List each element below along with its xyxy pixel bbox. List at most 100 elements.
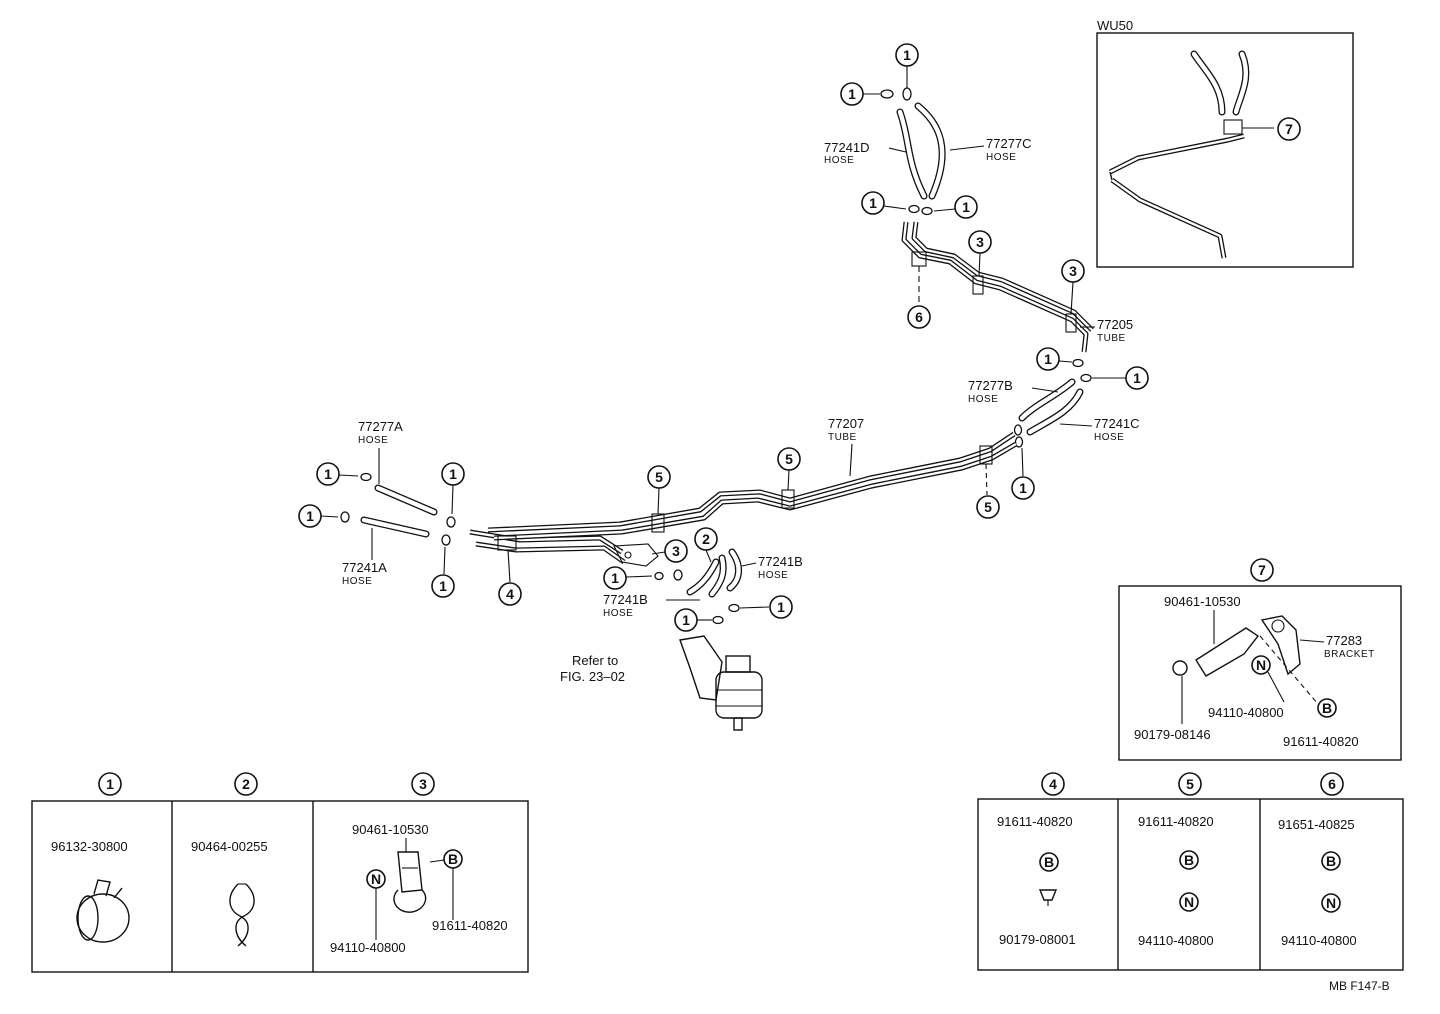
callout-1-left-d: 1 bbox=[431, 534, 455, 598]
callout-1-left-c: 1 bbox=[441, 462, 465, 528]
svg-text:77241B: 77241B bbox=[603, 592, 648, 607]
label-hose-77241b-right: 77241B HOSE bbox=[741, 554, 803, 581]
callout-5-c: 5 bbox=[976, 463, 1000, 519]
svg-text:77241A: 77241A bbox=[342, 560, 387, 575]
svg-text:7: 7 bbox=[1258, 562, 1266, 578]
parts-table-left: 1 2 3 96132-30800 90464-00255 90461-1053… bbox=[31, 772, 529, 973]
label-tube-77207: 77207 TUBE bbox=[828, 416, 864, 477]
svg-text:HOSE: HOSE bbox=[603, 608, 633, 619]
svg-text:1: 1 bbox=[777, 599, 785, 615]
svg-text:HOSE: HOSE bbox=[986, 152, 1016, 163]
clip-icon bbox=[1038, 889, 1058, 906]
svg-text:77207: 77207 bbox=[828, 416, 864, 431]
wu50-frame bbox=[1096, 32, 1354, 268]
table-right-cell5-top: 91611-40820 bbox=[1138, 814, 1214, 829]
center-bracket bbox=[613, 543, 659, 567]
svg-text:6: 6 bbox=[1328, 776, 1336, 792]
svg-text:B: B bbox=[1326, 853, 1336, 869]
detail-7-bracket-type: BRACKET bbox=[1324, 649, 1375, 660]
callout-1-mid-right: 1 bbox=[921, 195, 978, 219]
callout-3-center: 3 bbox=[651, 539, 688, 563]
callout-1-top-a: 1 bbox=[895, 43, 919, 101]
callout-3-upper-a: 3 bbox=[968, 230, 992, 277]
callout-1-center-c: 1 bbox=[728, 595, 793, 619]
svg-text:HOSE: HOSE bbox=[1094, 432, 1124, 443]
hose-77277a-shape bbox=[374, 484, 438, 516]
refer-line-2: FIG. 23–02 bbox=[560, 669, 625, 684]
detail-7-bolt: 90461-10530 bbox=[1164, 594, 1241, 609]
svg-text:1: 1 bbox=[682, 612, 690, 628]
label-hose-77241d: 77241D HOSE bbox=[824, 140, 907, 166]
svg-text:B: B bbox=[448, 851, 458, 867]
detail-7-bracket-num: 77283 bbox=[1326, 633, 1362, 648]
svg-text:N: N bbox=[1184, 894, 1194, 910]
table-right-cell6-bottom: 94110-40800 bbox=[1281, 933, 1357, 948]
table-right-cell4-top: 91611-40820 bbox=[997, 814, 1073, 829]
svg-text:HOSE: HOSE bbox=[342, 576, 372, 587]
callout-5-a: 5 bbox=[647, 465, 671, 515]
tube-77205-shape bbox=[901, 221, 1094, 353]
wu50-inset: WU50 7 bbox=[1096, 18, 1354, 268]
table-left-cell2-part: 90464-00255 bbox=[191, 839, 268, 854]
svg-text:6: 6 bbox=[915, 309, 923, 325]
hose-clamp-icon bbox=[76, 879, 130, 943]
callout-1-mid-left: 1 bbox=[861, 191, 920, 215]
svg-text:HOSE: HOSE bbox=[358, 435, 388, 446]
label-hose-77277b: 77277B HOSE bbox=[968, 378, 1059, 405]
svg-text:5: 5 bbox=[1186, 776, 1194, 792]
tube-77207-shape bbox=[469, 431, 1018, 565]
label-hose-77277a: 77277A HOSE bbox=[358, 419, 403, 484]
hose-77241d-shape bbox=[896, 108, 928, 200]
svg-text:1: 1 bbox=[848, 86, 856, 102]
svg-text:77205: 77205 bbox=[1097, 317, 1133, 332]
callout-1-r-c: 1 bbox=[1011, 447, 1035, 500]
label-hose-77241b-left: 77241B HOSE bbox=[603, 592, 700, 619]
label-hose-77277c: 77277C HOSE bbox=[949, 136, 1032, 163]
svg-text:HOSE: HOSE bbox=[758, 570, 788, 581]
table-right-cell4-bottom: 90179-08001 bbox=[999, 932, 1076, 947]
svg-text:N: N bbox=[1256, 657, 1266, 673]
svg-text:1: 1 bbox=[306, 508, 314, 524]
svg-text:4: 4 bbox=[506, 586, 514, 602]
callout-6-upper: 6 bbox=[907, 266, 931, 329]
table-left-cell3-top: 90461-10530 bbox=[352, 822, 429, 837]
svg-text:1: 1 bbox=[324, 466, 332, 482]
callout-1-center-a: 1 bbox=[603, 566, 683, 590]
svg-text:7: 7 bbox=[1285, 121, 1293, 137]
filter-canister bbox=[679, 635, 763, 731]
svg-text:2: 2 bbox=[702, 531, 710, 547]
table-left-cell3-bottom: 94110-40800 bbox=[330, 940, 406, 955]
svg-text:5: 5 bbox=[984, 499, 992, 515]
svg-text:5: 5 bbox=[655, 469, 663, 485]
callout-5-b: 5 bbox=[777, 447, 801, 491]
refer-note: Refer to FIG. 23–02 bbox=[560, 653, 625, 684]
table-left-cell1-part: 96132-30800 bbox=[51, 839, 128, 854]
svg-text:1: 1 bbox=[1133, 370, 1141, 386]
callout-2-center: 2 bbox=[694, 527, 718, 563]
callout-1-r-a: 1 bbox=[1036, 347, 1084, 371]
svg-text:1: 1 bbox=[962, 199, 970, 215]
callout-1-left-a: 1 bbox=[316, 462, 372, 486]
svg-text:3: 3 bbox=[419, 776, 427, 792]
wu50-hoses bbox=[1190, 50, 1274, 135]
hose-77277c-shape bbox=[914, 102, 946, 200]
detail-7-frame bbox=[1118, 585, 1402, 761]
hose-77241a-shape bbox=[360, 516, 430, 538]
clamp-bracket-icon bbox=[393, 851, 427, 913]
detail-7-nut: 94110-40800 bbox=[1208, 705, 1284, 720]
svg-text:N: N bbox=[1326, 895, 1336, 911]
svg-text:B: B bbox=[1184, 852, 1194, 868]
callout-1-center-b: 1 bbox=[674, 608, 724, 632]
svg-text:77241B: 77241B bbox=[758, 554, 803, 569]
svg-text:TUBE: TUBE bbox=[1097, 333, 1126, 344]
svg-text:B: B bbox=[1322, 700, 1332, 716]
detail-7: 7 90461-10530 77283 BRACKET N 94110-4080… bbox=[1118, 558, 1402, 761]
svg-text:3: 3 bbox=[976, 234, 984, 250]
svg-text:1: 1 bbox=[869, 195, 877, 211]
refer-line-1: Refer to bbox=[572, 653, 618, 668]
detail-7-bolt2: 91611-40820 bbox=[1283, 734, 1359, 749]
hose-clip-icon bbox=[229, 883, 255, 947]
callout-1-top-b: 1 bbox=[840, 82, 894, 106]
orings-lower-right bbox=[1013, 424, 1024, 448]
table-right-cell5-bottom: 94110-40800 bbox=[1138, 933, 1214, 948]
